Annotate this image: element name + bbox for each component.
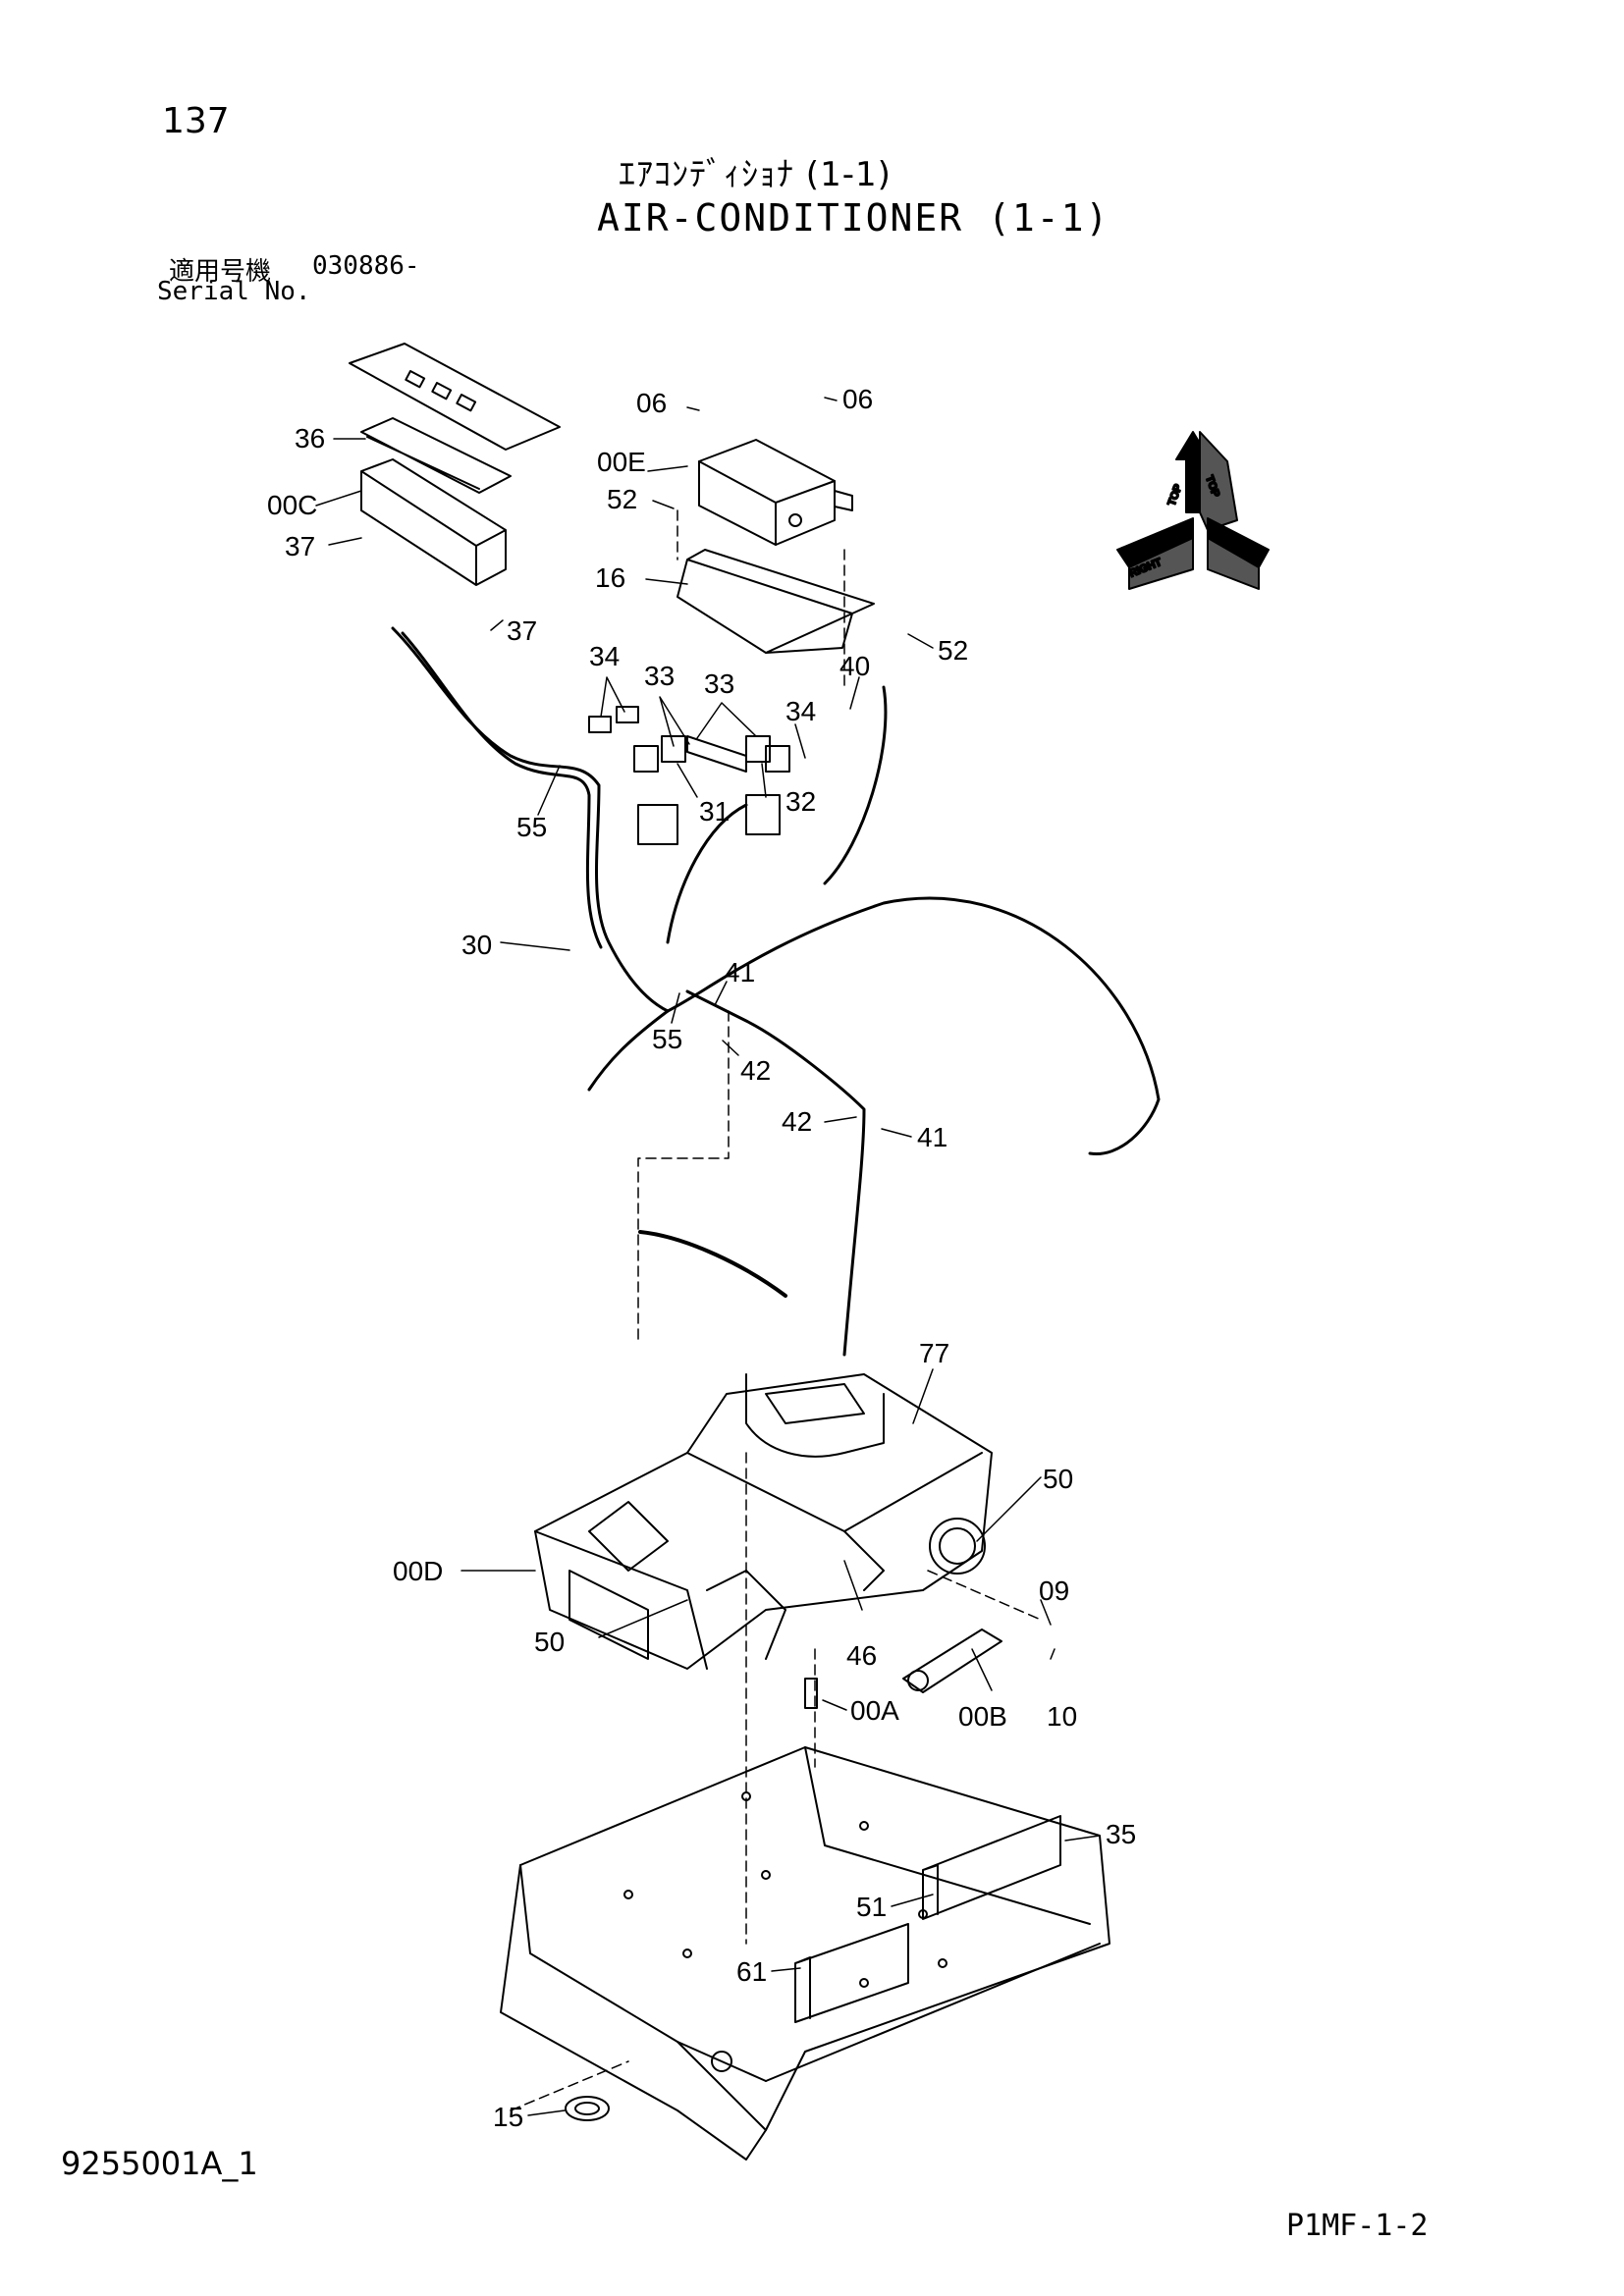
title-japanese: ｴｱｺﾝﾃﾞｨｼｮﾅ (1-1)	[619, 155, 892, 194]
figure-code: 9255001A_1	[61, 2145, 258, 2182]
wiring-harness-30	[391, 626, 1161, 1357]
callout-06b: 06	[842, 384, 873, 414]
callout-09: 09	[1039, 1575, 1069, 1606]
drain-tube	[638, 1230, 787, 1298]
orientation-top-label: TOP	[1166, 483, 1185, 507]
mounting-bracket-16	[677, 549, 875, 654]
air-conditioner-unit-00d	[534, 1373, 993, 1670]
grommet-15	[565, 2096, 610, 2121]
relay-block-31-33	[588, 706, 790, 845]
callout-51: 51	[856, 1892, 887, 1922]
callout-30: 30	[461, 930, 492, 960]
callout-77: 77	[919, 1338, 949, 1368]
callout-37b: 37	[507, 615, 537, 646]
callout-42a: 42	[740, 1055, 771, 1086]
callout-50b: 50	[534, 1627, 565, 1657]
callout-00c: 00C	[267, 490, 317, 520]
callout-40: 40	[839, 651, 870, 681]
page-number: 137	[162, 101, 230, 141]
cab-floor-frame	[500, 1746, 1110, 2161]
callout-00d: 00D	[393, 1556, 443, 1586]
callout-32: 32	[785, 786, 816, 817]
insulation-pad-61	[794, 1923, 909, 2023]
callout-46: 46	[846, 1640, 877, 1671]
callout-00a: 00A	[850, 1695, 899, 1726]
filter-cover-plate	[349, 343, 561, 451]
callout-33b: 33	[704, 668, 734, 699]
callout-61: 61	[736, 1956, 767, 1987]
callout-leader-lines	[315, 397, 1101, 2116]
callout-16: 16	[595, 562, 625, 593]
callout-10: 10	[1047, 1701, 1077, 1732]
callout-06a: 06	[636, 388, 667, 418]
callout-52a: 52	[607, 484, 637, 514]
title-english: AIR-CONDITIONER (1-1)	[597, 196, 1110, 240]
callout-36: 36	[295, 423, 325, 454]
callout-33a: 33	[644, 661, 675, 691]
callout-35: 35	[1106, 1819, 1136, 1849]
callout-55b: 55	[652, 1024, 682, 1054]
serial-number-value: 030886-	[312, 251, 420, 281]
callout-31: 31	[699, 796, 730, 827]
serial-label-english: Serial No.	[157, 277, 311, 306]
controller-unit-00e	[698, 439, 853, 546]
callout-55a: 55	[516, 812, 547, 842]
callout-34a: 34	[589, 641, 620, 671]
assembly-guide-lines	[510, 509, 1042, 2111]
page-code: P1MF-1-2	[1286, 2209, 1429, 2243]
insulation-pad-35	[922, 1815, 1061, 1920]
callout-00e: 00E	[597, 447, 646, 477]
bolt-00a	[804, 1678, 818, 1709]
callout-15: 15	[493, 2102, 523, 2132]
callout-50a: 50	[1043, 1464, 1073, 1494]
callout-34b: 34	[785, 696, 816, 726]
callout-41a: 41	[725, 957, 755, 988]
callout-52b: 52	[938, 635, 968, 666]
hose-clamp	[907, 1670, 929, 1691]
callout-41b: 41	[917, 1122, 947, 1152]
serial-label-japanese: 適用号機	[169, 257, 272, 287]
duct-hose-00b	[902, 1629, 1002, 1693]
callout-37a: 37	[285, 531, 315, 561]
callout-42b: 42	[782, 1106, 812, 1137]
callout-00b: 00B	[958, 1701, 1007, 1732]
filter-36	[360, 417, 512, 494]
orientation-indicator: TOP TOP FRONT RIGHT FRONT	[1116, 431, 1270, 590]
filter-case-00c	[360, 458, 507, 586]
